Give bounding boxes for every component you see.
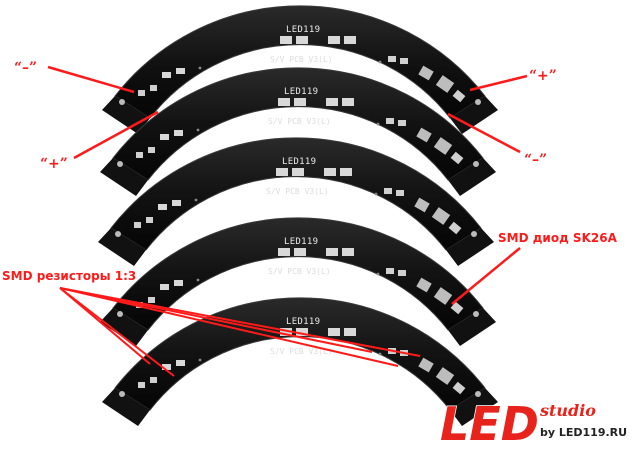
minus-left-label: “–” [14, 60, 37, 76]
minus-right-arrow [447, 112, 521, 154]
board-label: LED119 [284, 87, 318, 97]
plus-left-label: “+” [40, 156, 68, 172]
pcb-board-4: LED119 S/V PCB V3(L) [99, 217, 497, 347]
board-sub-label: S/V PCB V3(L) [266, 187, 329, 196]
board-label: LED119 [286, 25, 320, 35]
pcb-board-3: LED119 S/V PCB V3(L) [97, 137, 495, 267]
minus-left-arrow [47, 65, 135, 94]
resistors-arrow-5 [59, 287, 421, 357]
plus-left-arrow [73, 110, 159, 160]
board-label: LED119 [282, 157, 316, 167]
resistors-arrow-2 [59, 287, 175, 377]
logo-by-text: by LED119.RU [540, 426, 627, 439]
resistors-label: SMD резисторы 1:3 [2, 269, 136, 283]
ledstudio-logo: LED studio by LED119.RU [439, 396, 627, 452]
board-label: LED119 [286, 317, 320, 327]
diode-label: SMD диод SK26A [498, 231, 618, 245]
logo-studio-text: studio [539, 401, 596, 420]
resistors-arrow-4 [59, 287, 399, 367]
board-sub-label: S/V PCB V3(L) [268, 117, 331, 126]
resistors-annotation: SMD резисторы 1:3 [2, 269, 421, 377]
diode-arrow [451, 247, 521, 305]
polarity-annotations: “–” “+” “+” “–” [14, 60, 557, 172]
diode-annotation: SMD диод SK26A [451, 231, 618, 305]
plus-right-arrow [469, 74, 528, 92]
board-sub-label: S/V PCB V3(L) [270, 347, 333, 356]
pcb-board-2: LED119 S/V PCB V3(L) [99, 67, 497, 197]
logo-led-text: LED [440, 397, 539, 451]
board-sub-label: S/V PCB V3(L) [270, 55, 333, 64]
board-label: LED119 [284, 237, 318, 247]
minus-right-label: “–” [524, 152, 547, 168]
pcb-board-1: LED119 S/V PCB V3(L) [101, 5, 499, 135]
board-sub-label: S/V PCB V3(L) [268, 267, 331, 276]
plus-right-label: “+” [529, 68, 557, 84]
pcb-board-5: LED119 S/V PCB V3(L) [101, 297, 499, 427]
